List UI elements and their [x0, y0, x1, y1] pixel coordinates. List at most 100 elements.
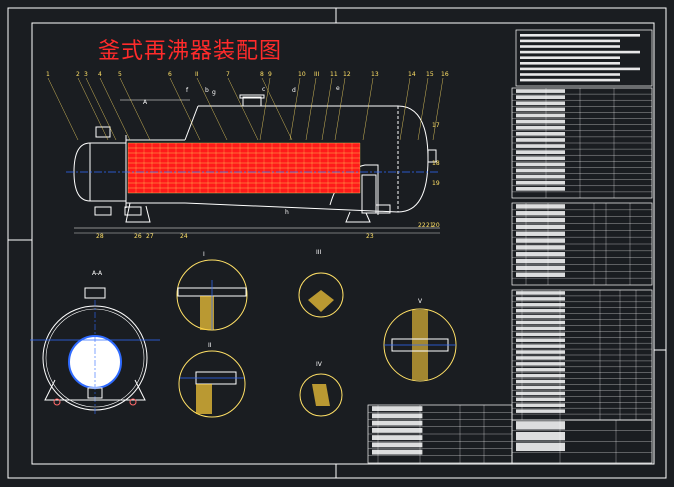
drawing-title: 釜式再沸器装配图: [98, 39, 283, 64]
top-leader-line: [321, 77, 333, 141]
table-cell-text: [516, 297, 565, 301]
note-text-line: [520, 50, 640, 54]
table-cell-text: [372, 406, 423, 412]
table-cell-text: [372, 435, 423, 441]
top-leader-line: [119, 77, 151, 141]
table-cell-text: [516, 403, 565, 407]
bottom-label: 24: [180, 233, 188, 240]
table-cell-text: [516, 338, 565, 342]
table-cell-text: [516, 89, 565, 93]
detail-label: I: [203, 251, 205, 258]
top-label: 1: [46, 71, 50, 78]
tube-bundle-grid: [127, 142, 361, 194]
top-leader-line: [227, 77, 259, 141]
table-cell-text: [516, 409, 565, 413]
table-cell-text: [372, 420, 423, 426]
top-leader-line: [261, 77, 293, 141]
table-cell-text: [516, 113, 565, 118]
title-tables: [367, 29, 653, 464]
note-text-line: [520, 78, 620, 82]
top-leader-line: [99, 77, 131, 141]
table-cell-text: [516, 272, 565, 277]
top-label: 11: [330, 71, 338, 78]
table-cell-text: [516, 180, 565, 185]
table-cell-text: [516, 138, 565, 142]
detail-label: IV: [316, 361, 323, 368]
side-label: 17: [432, 122, 440, 129]
detail-view-ii: [178, 350, 246, 418]
top-label: 14: [408, 71, 416, 78]
table-cell-text: [372, 449, 423, 455]
inner-frame: [31, 22, 655, 465]
table-cell-text: [516, 231, 565, 236]
table-rows: [368, 34, 652, 463]
table-cell-text: [372, 427, 423, 433]
section-letter: f: [186, 87, 189, 94]
top-leader-line: [417, 77, 429, 141]
detail-label: III: [316, 249, 322, 256]
cone-top: [184, 105, 199, 141]
section-anchor-right: [129, 398, 137, 406]
bottom-label: 20: [432, 222, 440, 229]
top-leader-line: [334, 77, 346, 141]
table-cell-text: [372, 413, 423, 419]
top-label: 8: [260, 71, 264, 78]
detail-ii-hatch: [196, 384, 212, 414]
detail-iii-hatch: [308, 290, 334, 312]
section-letter: d: [292, 87, 296, 94]
top-label: 3: [84, 71, 88, 78]
table-cell-text: [516, 431, 565, 441]
right-saddle: [345, 211, 371, 223]
side-label: 18: [432, 160, 440, 167]
right-bottom-nozzle: [375, 204, 391, 214]
table-cell-text: [516, 356, 565, 360]
section-letter: c: [262, 86, 265, 93]
detail-label: A-A: [92, 270, 103, 277]
table-cell-text: [516, 162, 565, 167]
right-side-nozzle: [427, 149, 437, 163]
table-cell-text: [516, 379, 565, 384]
bottom-label: 22: [418, 222, 426, 229]
top-label: 13: [371, 71, 379, 78]
top-leader-line: [47, 77, 79, 141]
left-top-nozzle: [95, 126, 111, 138]
table-cell-text: [516, 421, 565, 430]
table-cell-text: [516, 186, 565, 191]
table-cell-text: [516, 373, 565, 378]
table-cell-text: [516, 150, 565, 155]
table-cell-text: [516, 344, 565, 348]
top-leader-line: [259, 77, 271, 141]
table-cell-text: [516, 125, 565, 130]
top-label: 6: [168, 71, 172, 78]
table-cell-text: [516, 385, 565, 390]
note-text-line: [520, 39, 620, 43]
detail-i-hatch: [200, 296, 214, 330]
technical-notes-block: [515, 29, 653, 87]
top-leader-line: [289, 77, 301, 141]
table-cell-text: [516, 265, 565, 271]
table-cell-text: [516, 211, 565, 216]
table-cell-text: [516, 320, 565, 325]
mid-bottom-nozzle: [124, 206, 142, 216]
table-cell-text: [516, 168, 565, 173]
detail-iii-circle: [298, 272, 344, 318]
top-leader-line: [85, 77, 117, 141]
top-leader-line: [305, 77, 317, 141]
table-cell-text: [516, 174, 565, 179]
top-label: 10: [298, 71, 306, 78]
bottom-label: 26: [134, 233, 142, 240]
table-cell-text: [372, 442, 423, 448]
top-label: 2: [76, 71, 80, 78]
bottom-label: 21: [426, 222, 434, 229]
table-cell-text: [516, 326, 565, 331]
top-label: 4: [98, 71, 102, 78]
section-top-nozzle: [84, 287, 106, 299]
left-bottom-nozzle: [94, 206, 112, 216]
detail-view-iv: [299, 373, 343, 417]
table-cell-text: [516, 144, 565, 148]
table-cell-text: [516, 101, 565, 106]
